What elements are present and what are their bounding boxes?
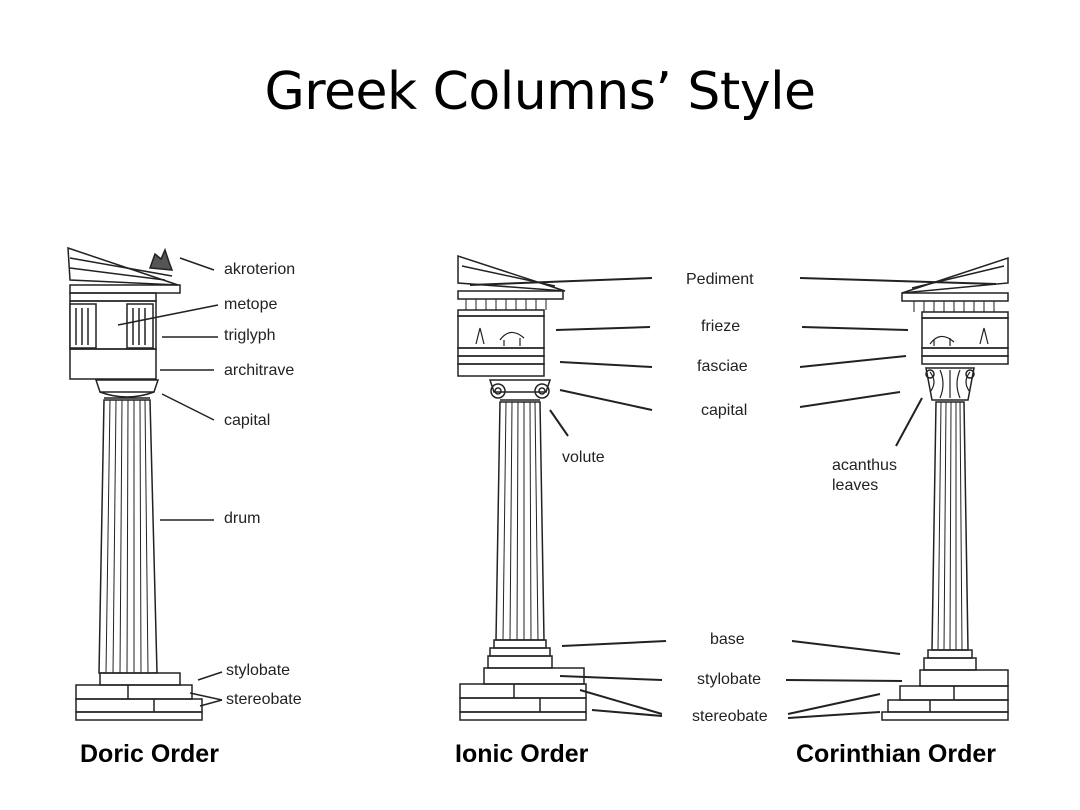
- label-metope: metope: [224, 296, 278, 313]
- label-capital: capital: [701, 402, 748, 419]
- label-doric-stereobate: stereobate: [226, 691, 302, 708]
- page-title: Greek Columns’ Style: [264, 62, 816, 122]
- label-base: base: [710, 631, 745, 648]
- label-pediment: Pediment: [686, 271, 754, 288]
- label-architrave: architrave: [224, 362, 295, 379]
- ionic-column-drawing: [457, 254, 587, 721]
- label-stereobate: stereobate: [692, 708, 768, 725]
- label-doric-capital: capital: [224, 412, 271, 429]
- label-stylobate: stylobate: [697, 671, 762, 688]
- label-volute: volute: [562, 449, 605, 466]
- label-frieze: frieze: [701, 318, 741, 335]
- label-doric-stylobate: stylobate: [226, 662, 291, 679]
- caption-doric-order: Doric Order: [80, 740, 219, 768]
- label-drum: drum: [224, 510, 261, 527]
- label-triglyph: triglyph: [224, 327, 276, 344]
- doric-column-drawing: [67, 246, 203, 721]
- label-akroterion: akroterion: [224, 261, 296, 278]
- caption-corinthian-order: Corinthian Order: [796, 740, 997, 768]
- shared-leader-lines: [469, 277, 997, 719]
- corinthian-column-drawing: [881, 256, 1009, 721]
- caption-ionic-order: Ionic Order: [455, 740, 589, 768]
- label-fasciae: fasciae: [697, 358, 748, 375]
- doric-leader-lines: [117, 257, 223, 707]
- label-leaves: leaves: [832, 477, 879, 494]
- label-acanthus: acanthus: [832, 457, 897, 474]
